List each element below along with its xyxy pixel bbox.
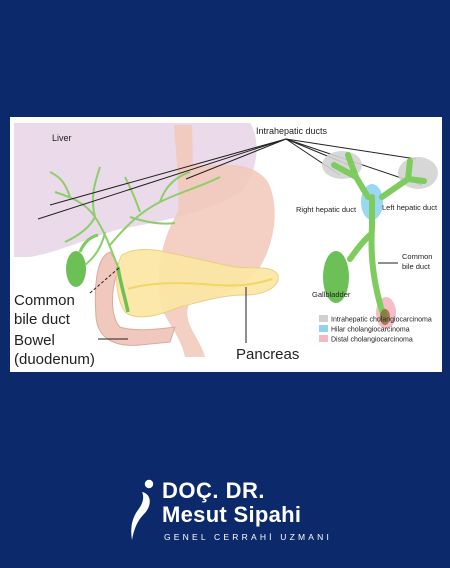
distal-duct-end — [380, 309, 390, 325]
legend-label: Intrahepatic cholangiocarcinoma — [331, 317, 432, 324]
liver-shape — [14, 123, 257, 257]
legend-swatch — [319, 335, 328, 342]
common-bile-duct-shape — [116, 266, 130, 313]
legend-label: Hilar cholangiocarcinoma — [331, 327, 410, 334]
brand-block: DOÇ. DR. Mesut Sipahi GENEL CERRAHİ UZMA… — [128, 478, 338, 548]
label-common-bile-duct-right-2: bile duct — [402, 262, 431, 271]
label-intrahepatic-ducts: Intrahepatic ducts — [256, 126, 328, 136]
common-bile-duct-pointer — [89, 266, 121, 294]
brand-title-line1: DOÇ. DR. — [162, 478, 265, 503]
label-bowel-1: Bowel — [14, 332, 55, 349]
label-left-hepatic-duct: Left hepatic duct — [382, 203, 438, 212]
anatomy-diagram: Liver Intrahepatic ducts Right hepatic d… — [14, 123, 438, 368]
brand-title-line2: Mesut Sipahi — [162, 502, 302, 527]
label-common-bile-duct-right-1: Common — [402, 252, 432, 261]
cystic-duct — [78, 233, 99, 253]
gallbladder-shape — [66, 251, 86, 287]
label-common-bile-duct-left-2: bile duct — [14, 311, 71, 328]
anatomy-diagram-panel: Liver Intrahepatic ducts Right hepatic d… — [10, 117, 442, 372]
legend-swatch — [319, 315, 328, 322]
label-pancreas: Pancreas — [236, 346, 299, 363]
label-right-hepatic-duct: Right hepatic duct — [296, 205, 357, 214]
brand-subtitle: GENEL CERRAHİ UZMANI — [164, 532, 333, 542]
gallbladder-isolated — [323, 251, 349, 303]
pancreatic-duct — [127, 278, 273, 290]
isolated-biliary-tree — [331, 152, 427, 320]
legend-swatch — [319, 325, 328, 332]
label-common-bile-duct-left-1: Common — [14, 292, 75, 309]
legend-label: Distal cholangiocarcinoma — [331, 337, 413, 344]
label-liver: Liver — [52, 133, 72, 143]
biliary-tree — [49, 166, 221, 268]
duodenum-shape — [94, 251, 176, 346]
label-bowel-2: (duodenum) — [14, 351, 95, 368]
brand-logo-icon — [131, 479, 154, 540]
label-gallbladder: Gallbladder — [312, 290, 351, 299]
